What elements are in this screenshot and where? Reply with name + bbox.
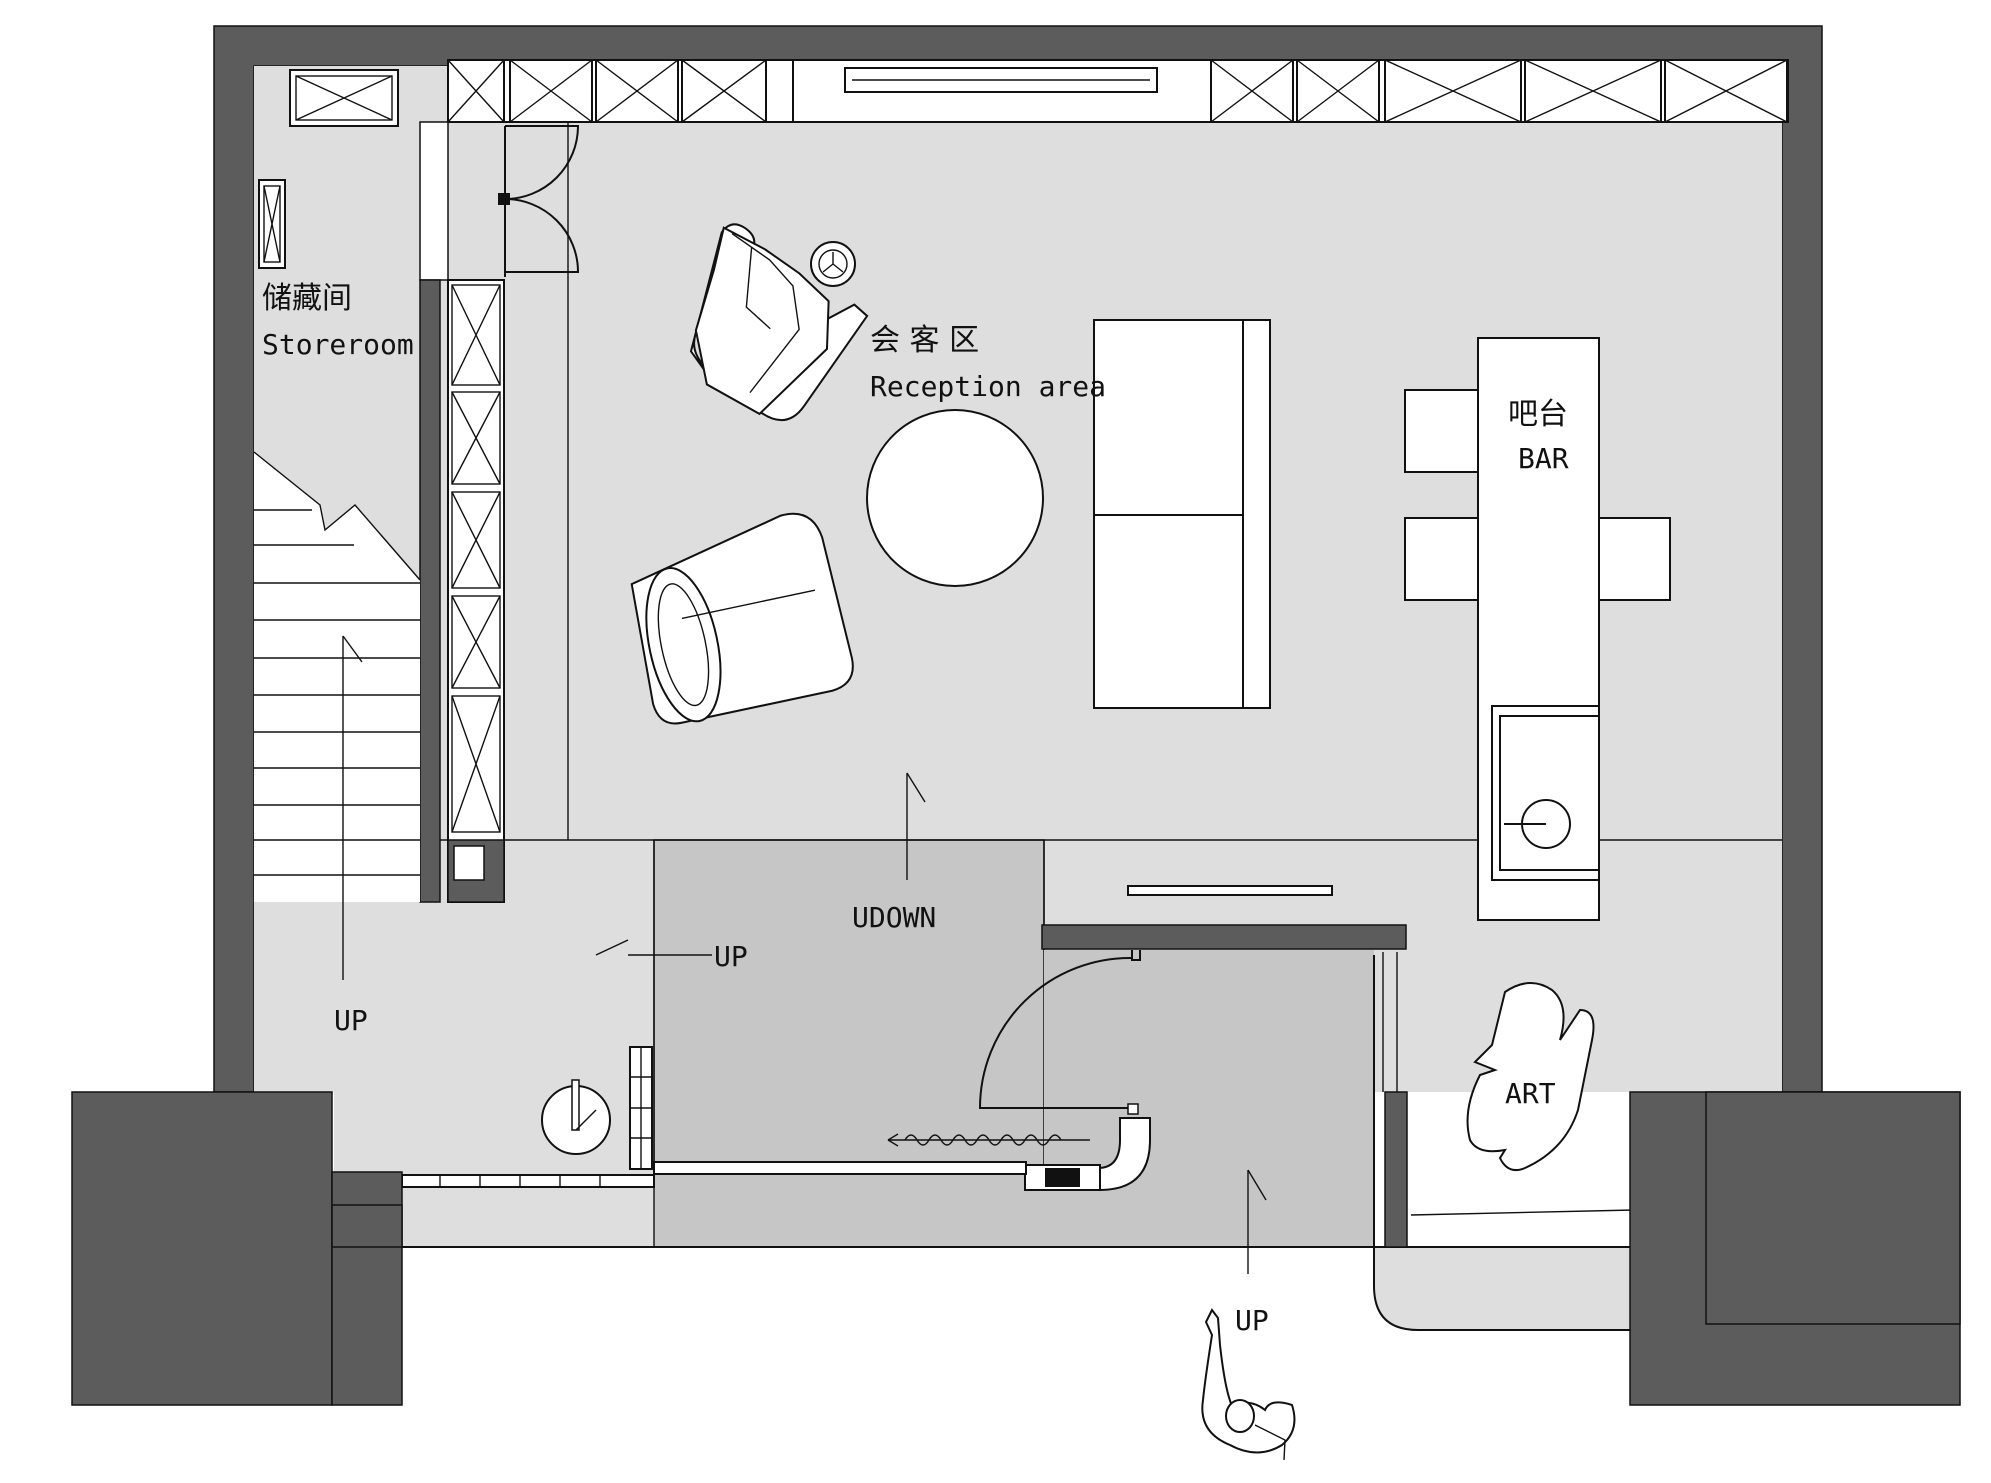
up-label-entry: UP <box>1235 1304 1269 1337</box>
side-cabinets <box>447 279 505 903</box>
storeroom-wall-inner <box>419 279 441 903</box>
art-sculpture <box>1466 982 1595 1171</box>
sunken-floor <box>653 839 1045 1176</box>
bar-counter <box>1404 337 1671 921</box>
up-label-mid: UP <box>714 940 748 973</box>
direction-arrows <box>906 772 926 880</box>
reception-label-cn: 会 客 区 <box>870 323 979 358</box>
art-label: ART <box>1505 1077 1556 1110</box>
armchair-upper <box>689 223 869 422</box>
bar-label-cn: 吧台 <box>1508 397 1568 432</box>
up-label-stairs: UP <box>334 1004 368 1037</box>
vestibule-floor <box>1044 950 1374 1175</box>
person-figure <box>1201 1308 1296 1461</box>
entry-partition <box>653 885 1408 1248</box>
staircase <box>253 451 421 980</box>
storeroom <box>258 69 449 903</box>
storeroom-label-cn: 储藏间 <box>262 281 352 316</box>
storeroom-door <box>498 125 580 277</box>
lower-left-zone <box>541 840 712 1247</box>
storeroom-label-en: Storeroom <box>262 328 414 361</box>
top-cabinets-crossed <box>447 59 1788 123</box>
sofa <box>1093 319 1271 709</box>
sunken-floor-lower <box>654 1175 1374 1247</box>
armchair-lower <box>630 512 854 725</box>
corridor-strip <box>419 121 449 281</box>
reception-furniture <box>630 223 1271 725</box>
reception-label-en: Reception area <box>870 370 1106 403</box>
udown-label: UDOWN <box>852 901 936 934</box>
bar-label-en: BAR <box>1518 442 1569 475</box>
room-labels: 储藏间 Storeroom 会 客 区 Reception area 吧台 BA… <box>262 281 1569 1337</box>
entrance-pillars <box>71 1091 1961 1406</box>
round-coffee-table <box>866 409 1044 587</box>
